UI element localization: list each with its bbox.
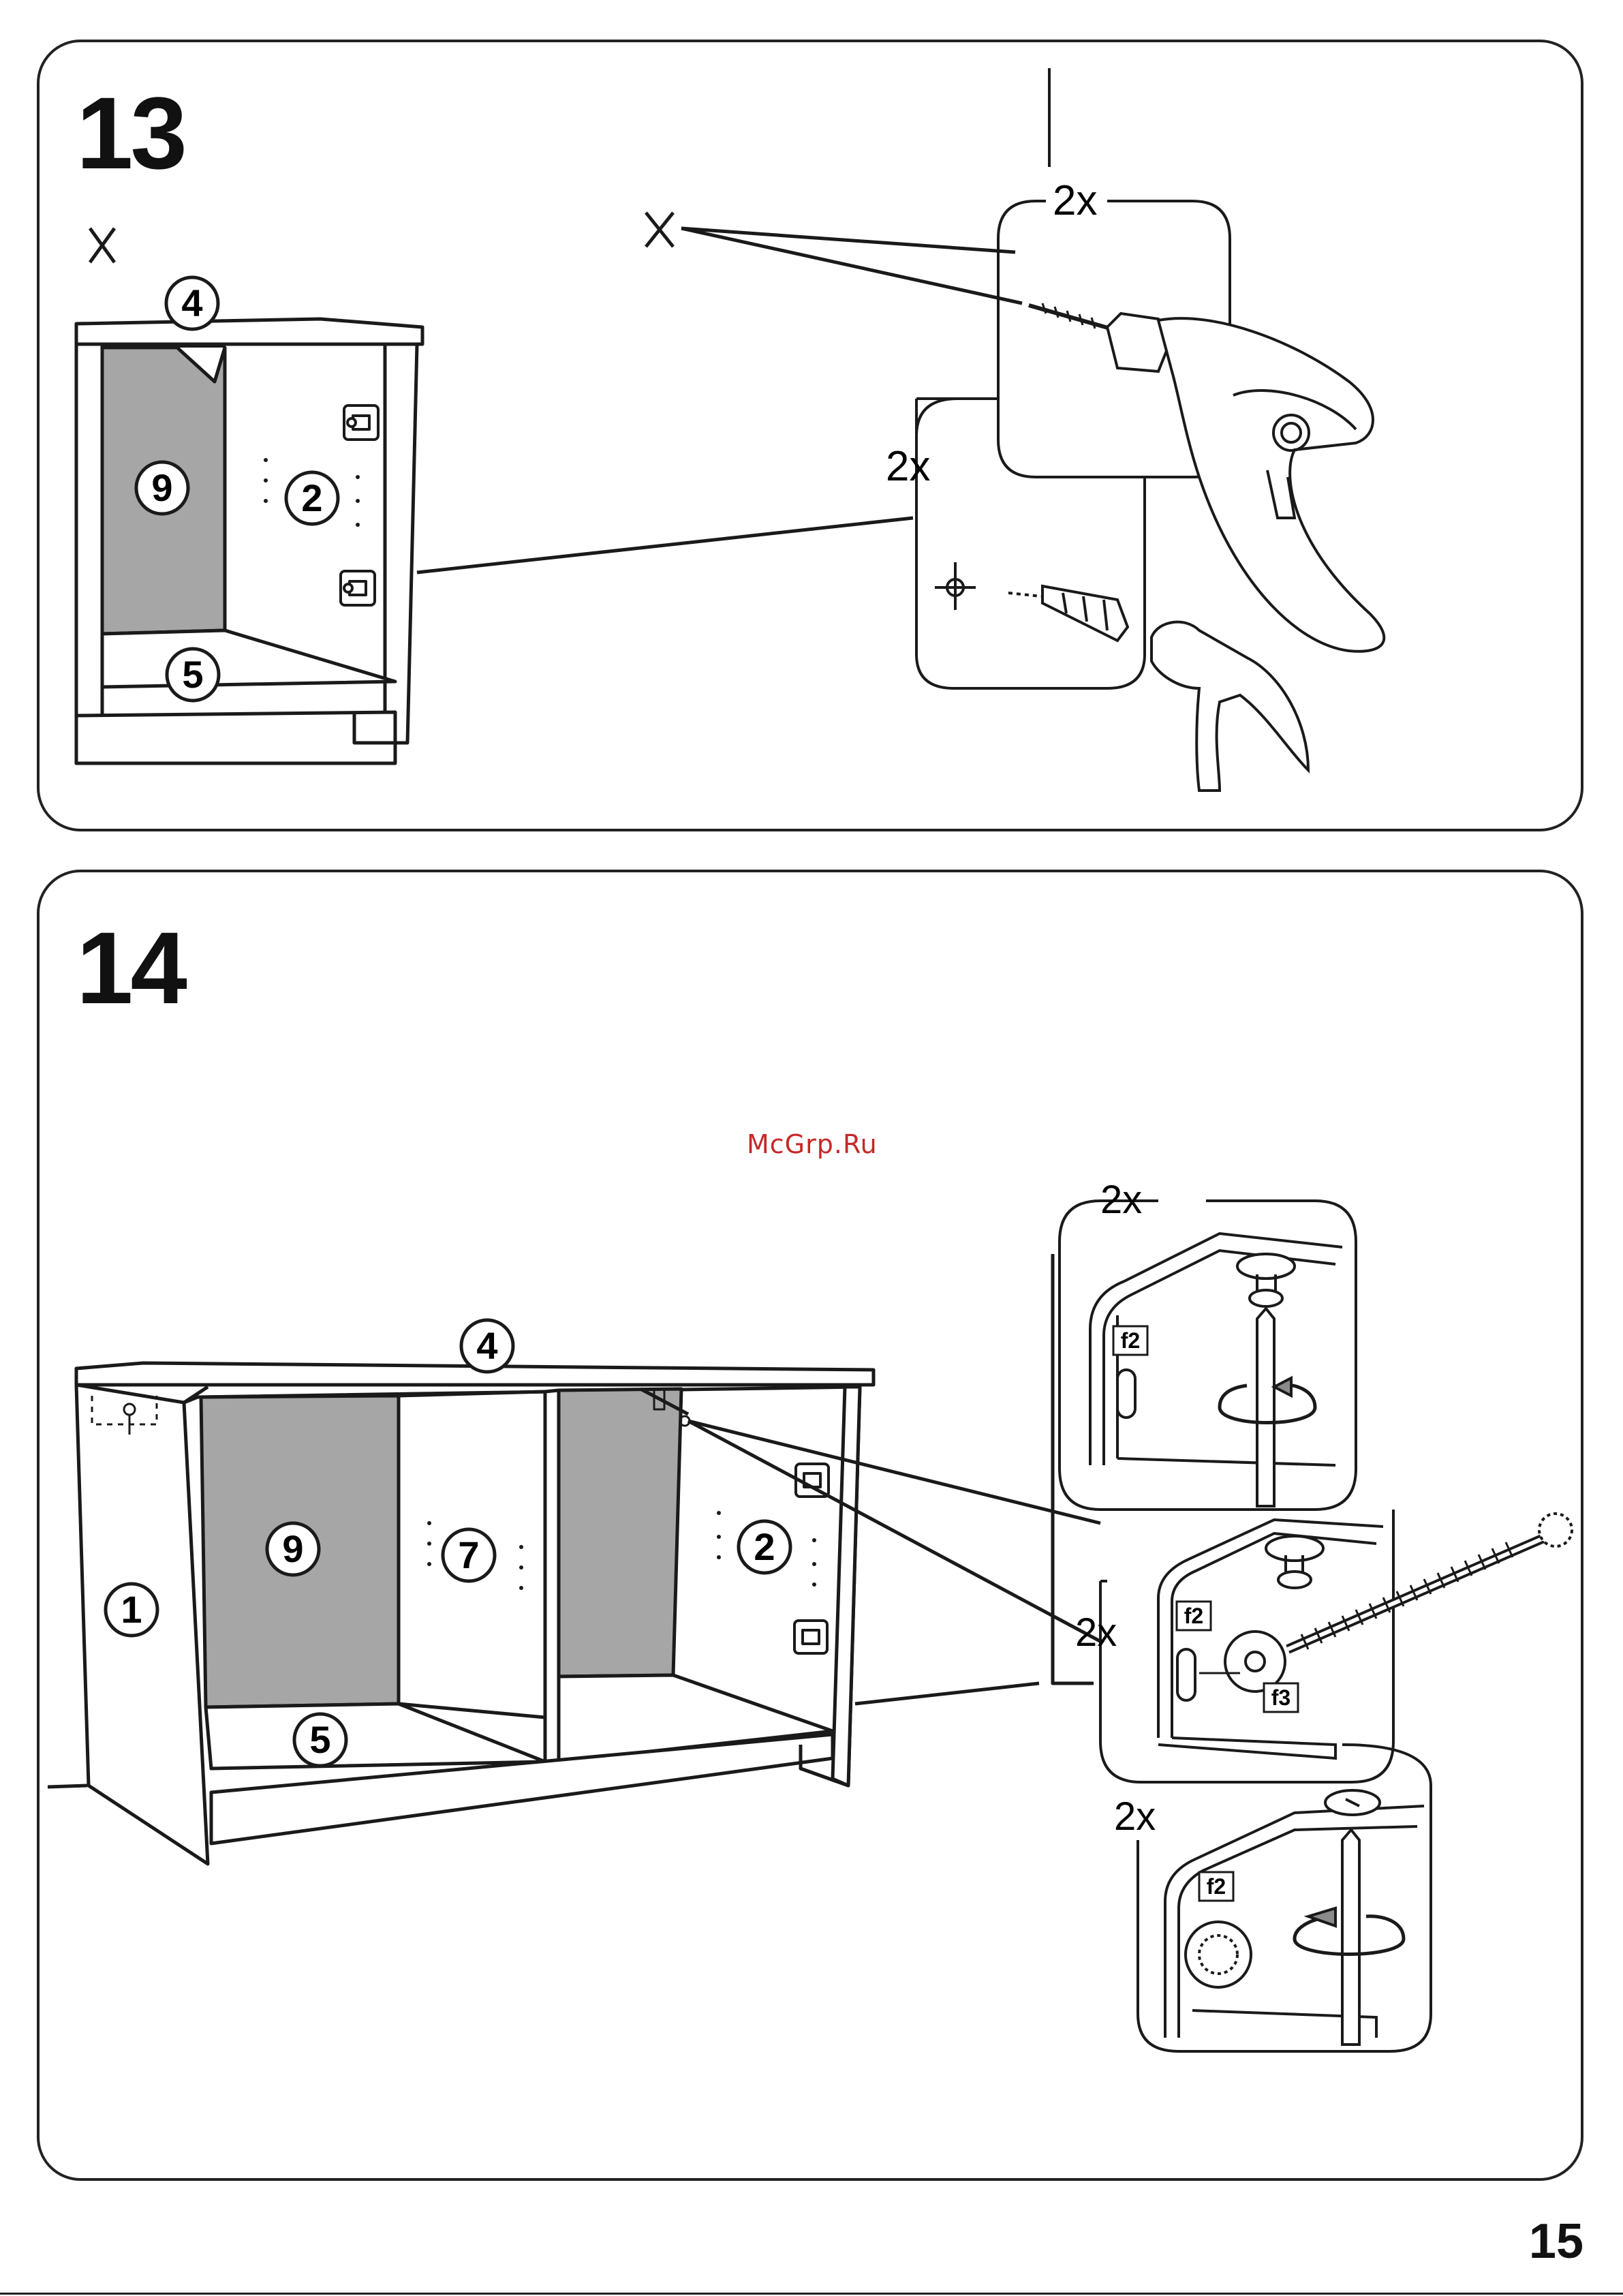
wall-x-mark [90,228,114,262]
part-label-1-side: 1 [106,1584,157,1636]
hinge-plate-lower [341,571,375,605]
part-label-2-side: 2 [739,1521,790,1573]
callout-top-count: 2x [1100,1178,1142,1222]
hinge-plate-upper [344,405,378,440]
svg-text:2: 2 [754,1525,775,1568]
watermark: McGrp.Ru [747,1129,878,1159]
svg-text:5: 5 [182,653,203,696]
page-bottom-rule [0,2293,1623,2295]
callout-bottom-count: 2x [1114,1794,1156,1839]
fitting-f2-label-top: f2 [1113,1326,1147,1355]
page-number: 15 [1529,2214,1583,2269]
plug-count-label: 2x [886,443,930,490]
drill-count-label: 2x [1053,177,1097,224]
part-label-4: 4 [166,277,218,329]
fitting-f2-label-middle: f2 [1177,1602,1211,1630]
part-label-5: 5 [167,649,219,701]
drill-x-mark [646,213,673,247]
svg-text:1: 1 [121,1588,142,1631]
svg-text:7: 7 [458,1533,479,1576]
svg-text:f2: f2 [1121,1328,1140,1353]
back-panel-right [559,1389,681,1677]
svg-text:5: 5 [309,1718,330,1761]
svg-text:f3: f3 [1271,1685,1290,1710]
part-label-9: 9 [136,462,188,514]
callout-screw-top [1060,1201,1356,1510]
part-label-4-top: 4 [461,1320,513,1372]
drill-callout [998,68,1384,652]
svg-text:2: 2 [301,476,322,519]
fitting-f2-label-bottom: f2 [1199,1872,1233,1901]
callout-middle-count: 2x [1075,1610,1117,1655]
step-number-14: 14 [76,917,185,1019]
svg-text:f2: f2 [1207,1874,1226,1899]
fitting-f3-label: f3 [1264,1683,1298,1712]
svg-text:4: 4 [476,1324,497,1367]
callout-screw-bottom [1138,1745,1431,2051]
step-14-cabinet [48,1254,1102,1864]
svg-text:9: 9 [282,1527,303,1570]
part-label-5-bottom: 5 [294,1714,346,1766]
part-label-2: 2 [286,472,338,524]
svg-text:4: 4 [181,281,202,324]
svg-text:9: 9 [151,466,172,509]
callout-wall-screw [1100,1510,1572,1782]
svg-text:f2: f2 [1184,1604,1203,1628]
step-number-13: 13 [76,82,185,184]
part-label-9-back: 9 [267,1523,319,1575]
part-label-7-divider: 7 [443,1529,495,1581]
